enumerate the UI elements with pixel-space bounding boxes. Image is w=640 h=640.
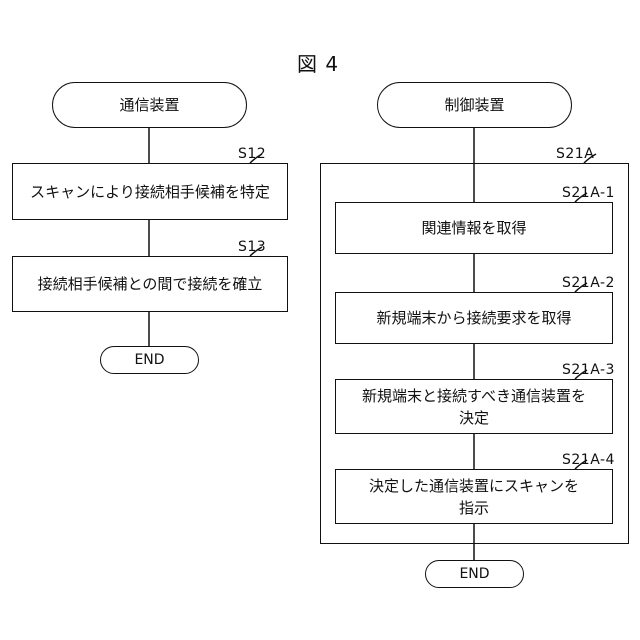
start-terminal-left: 通信装置 (52, 82, 247, 128)
process-box-s21a-2: 新規端末から接続要求を取得 (335, 292, 613, 344)
step-label-s21a-1: S21A-1 (562, 185, 615, 201)
figure-title: 図 4 (297, 48, 339, 77)
group-label-s21a: S21A (556, 146, 594, 162)
start-terminal-right: 制御装置 (377, 82, 572, 128)
end-terminal-left: END (100, 346, 199, 374)
end-terminal-right: END (425, 560, 524, 588)
process-box-s12: スキャンにより接続相手候補を特定 (12, 163, 288, 220)
process-box-s21a-3: 新規端末と接続すべき通信装置を 決定 (335, 379, 613, 434)
process-box-s13: 接続相手候補との間で接続を確立 (12, 256, 288, 312)
step-label-s13: S13 (238, 239, 266, 255)
step-label-s21a-3: S21A-3 (562, 362, 615, 378)
step-label-s21a-2: S21A-2 (562, 275, 615, 291)
step-label-s21a-4: S21A-4 (562, 452, 615, 468)
process-box-s21a-4: 決定した通信装置にスキャンを 指示 (335, 469, 613, 524)
step-label-s12: S12 (238, 146, 266, 162)
process-box-s21a-1: 関連情報を取得 (335, 202, 613, 254)
